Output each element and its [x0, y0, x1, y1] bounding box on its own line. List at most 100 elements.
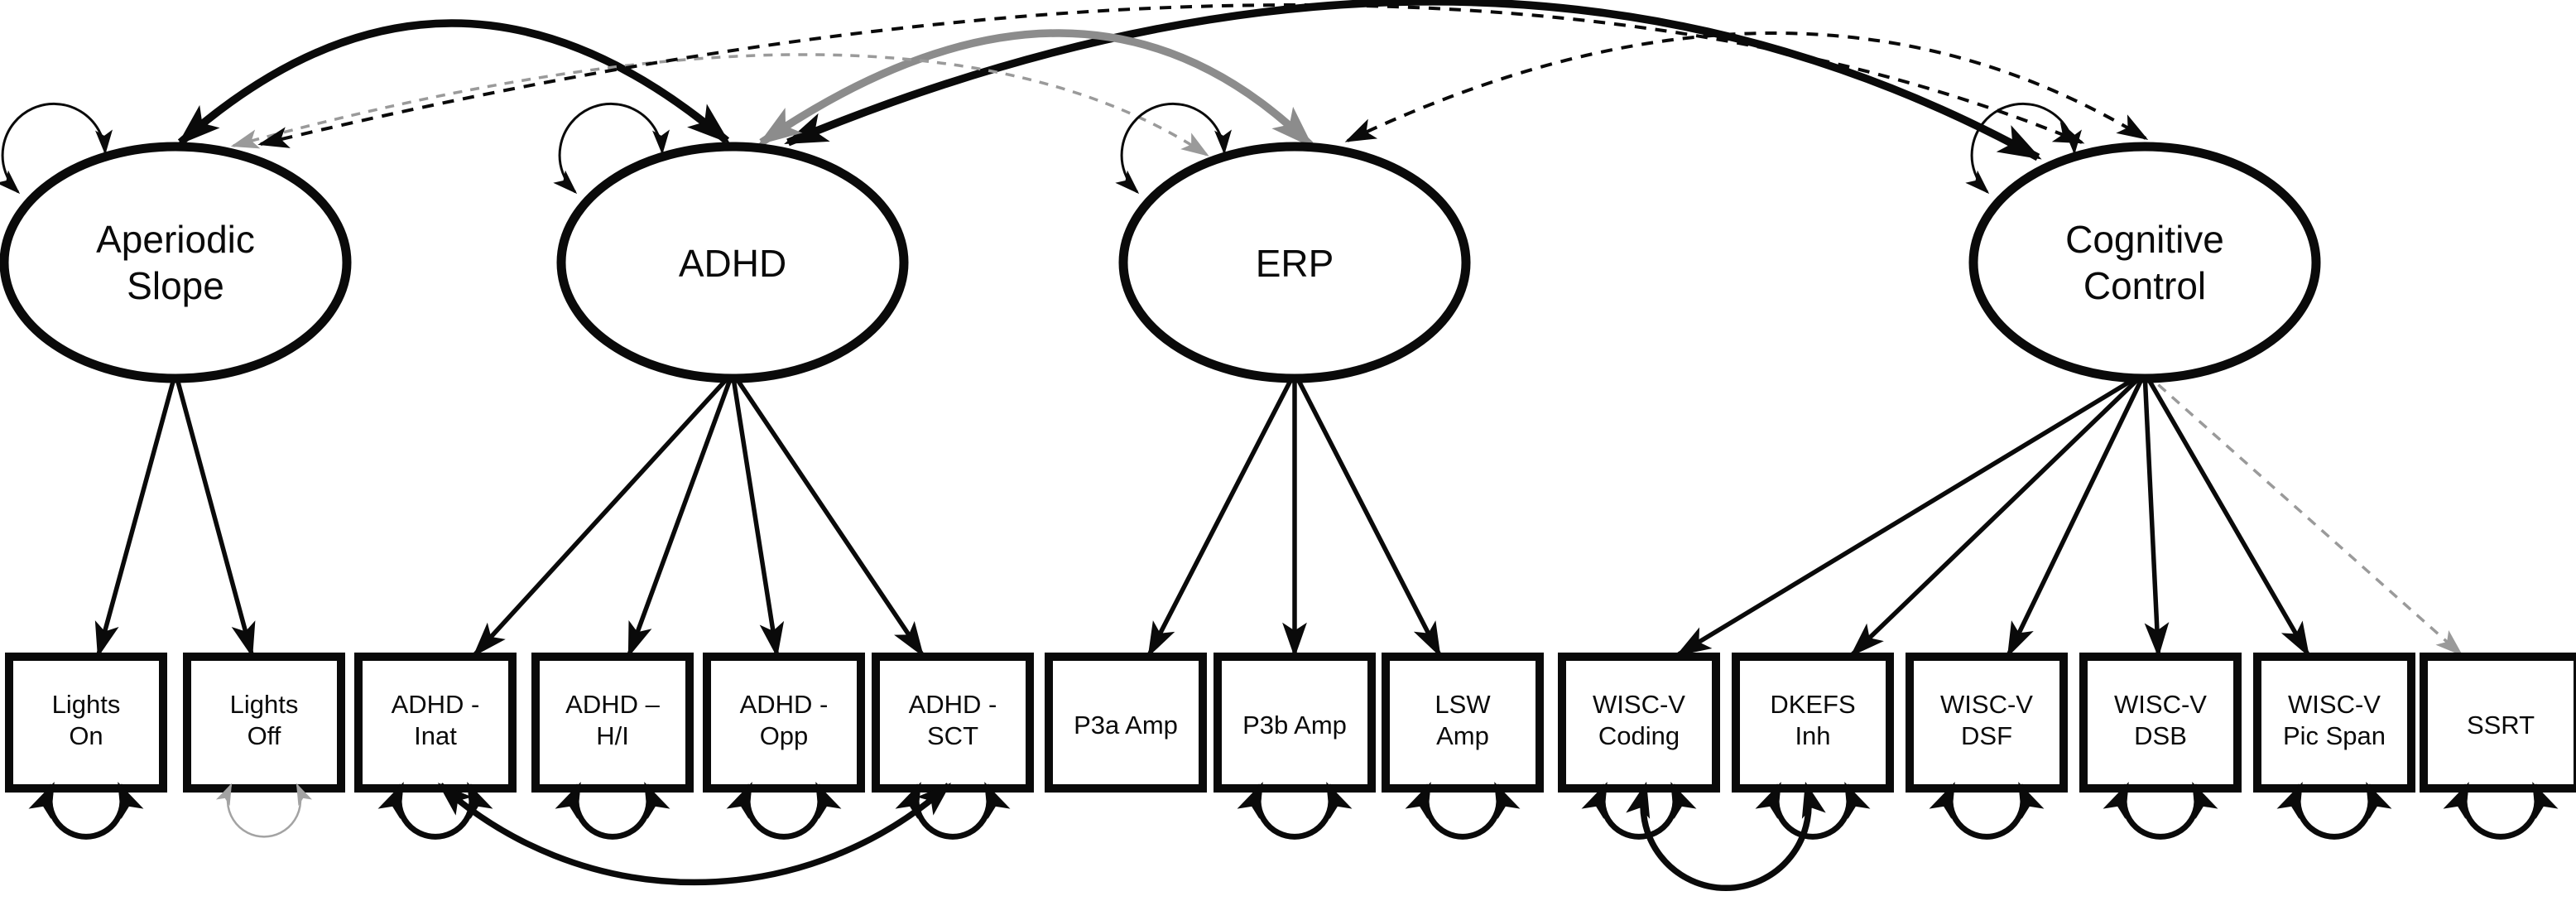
- residual-covariance-adhd-inat-adhd-sct: [437, 783, 952, 886]
- latent-node-erp: ERP: [1118, 142, 1471, 383]
- observed-label-adhd-hi: H/I: [596, 721, 629, 750]
- loading-arrow-cognitive-control-wisc-v-dsb: [2142, 372, 2170, 658]
- observed-label-p3a-amp: P3a Amp: [1074, 711, 1178, 740]
- observed-node-adhd-sct: ADHD -SCT: [872, 653, 1034, 793]
- correlation-arc-aperiodic-slope-cognitive-control: [257, 3, 2085, 148]
- observed-label-adhd-inat: Inat: [414, 721, 457, 750]
- loading-arrow-adhd-adhd-sct: [730, 371, 925, 658]
- observed-label-adhd-sct: SCT: [927, 721, 978, 750]
- observed-label-wisc-v-pic-span: WISC-V: [2288, 690, 2381, 719]
- correlation-arc-aperiodic-slope-adhd: [177, 19, 731, 146]
- error-variance-loop-wisc-v-dsb: [2103, 782, 2218, 840]
- observed-label-lsw-amp: Amp: [1436, 721, 1489, 750]
- error-variance-loops-layer: [28, 781, 2559, 892]
- observed-label-p3b-amp: P3b Amp: [1242, 711, 1347, 740]
- error-variance-loop-wisc-v-pic-span: [2276, 782, 2392, 840]
- loading-arrow-adhd-adhd-opp: [730, 372, 785, 658]
- observed-label-adhd-hi: ADHD –: [565, 690, 660, 719]
- latent-self-loops-layer: [0, 102, 2082, 195]
- observed-box-lights-on: [5, 653, 167, 793]
- observed-label-wisc-v-coding: Coding: [1598, 721, 1680, 750]
- latent-ellipse-adhd: [556, 142, 909, 383]
- observed-box-p3a-amp: [1045, 653, 1207, 793]
- loading-arrow-erp-p3a-amp: [1147, 371, 1297, 658]
- error-variance-loop-ssrt: [2443, 782, 2559, 840]
- correlation-arc-erp-cognitive-control: [1344, 31, 2149, 142]
- observed-box-p3b-amp: [1214, 653, 1376, 793]
- error-variance-loop-wisc-v-dsf: [1929, 782, 2045, 840]
- observed-label-lights-on: Lights: [52, 690, 121, 719]
- latent-ellipse-erp: [1118, 142, 1471, 383]
- error-variance-loop-p3b-amp: [1237, 782, 1353, 840]
- observed-label-ssrt: SSRT: [2467, 711, 2535, 740]
- observed-node-adhd-hi: ADHD –H/I: [531, 653, 694, 793]
- observed-box-wisc-v-pic-span: [2253, 653, 2415, 793]
- self-loop-adhd: [553, 102, 670, 195]
- observed-node-p3b-amp: P3b Amp: [1214, 653, 1376, 793]
- latent-ellipse-cognitive-control: [1968, 142, 2321, 383]
- observed-label-wisc-v-pic-span: Pic Span: [2283, 721, 2386, 750]
- self-loop-aperiodic-slope: [0, 102, 113, 195]
- error-variance-loop-dkefs-inh: [1755, 782, 1871, 840]
- observed-box-lsw-amp: [1382, 653, 1544, 793]
- loading-arrow-aperiodic-slope-lights-off: [173, 372, 256, 658]
- error-variance-loop-adhd-hi: [555, 782, 670, 840]
- observed-label-wisc-v-dsf: WISC-V: [1940, 690, 2033, 719]
- residual-covariance-wisc-v-coding-dkefs-inh: [1626, 781, 1826, 892]
- observed-node-ssrt: SSRT: [2420, 653, 2576, 793]
- error-variance-loop-wisc-v-coding: [1581, 782, 1697, 840]
- observed-box-adhd-opp: [703, 653, 865, 793]
- observed-label-wisc-v-dsf: DSF: [1961, 721, 2012, 750]
- observed-label-wisc-v-dsb: DSB: [2134, 721, 2187, 750]
- observed-label-adhd-opp: ADHD -: [740, 690, 829, 719]
- loading-arrow-cognitive-control-dkefs-inh: [1849, 371, 2146, 657]
- observed-label-adhd-opp: Opp: [760, 721, 809, 750]
- error-variance-loop-lights-off: [216, 783, 312, 838]
- correlation-arc-aperiodic-slope-erp: [230, 53, 1209, 157]
- observed-box-ssrt: [2420, 653, 2576, 793]
- latent-label-cognitive-control: Cognitive: [2065, 218, 2224, 261]
- latent-label-aperiodic-slope: Slope: [127, 264, 224, 307]
- observed-box-adhd-inat: [354, 653, 517, 793]
- observed-box-dkefs-inh: [1732, 653, 1894, 793]
- observed-label-lights-on: On: [69, 721, 103, 750]
- loading-arrow-erp-lsw-amp: [1292, 371, 1442, 658]
- latent-label-aperiodic-slope: Aperiodic: [96, 218, 255, 261]
- correlation-arc-adhd-erp: [757, 29, 1314, 148]
- observed-label-lsw-amp: LSW: [1435, 690, 1491, 719]
- observed-label-lights-off: Lights: [230, 690, 299, 719]
- observed-node-p3a-amp: P3a Amp: [1045, 653, 1207, 793]
- observed-box-adhd-sct: [872, 653, 1034, 793]
- observed-node-adhd-inat: ADHD -Inat: [354, 653, 517, 793]
- observed-label-adhd-inat: ADHD -: [392, 690, 480, 719]
- loading-arrow-cognitive-control-wisc-v-pic-span: [2142, 371, 2310, 658]
- loading-arrow-cognitive-control-wisc-v-coding: [1675, 370, 2146, 657]
- loading-arrow-aperiodic-slope-lights-on: [94, 372, 178, 658]
- self-loop-erp: [1115, 102, 1232, 195]
- latent-correlation-arcs-layer: [177, 0, 2149, 161]
- loading-arrow-adhd-adhd-inat: [473, 371, 735, 658]
- loading-arrow-cognitive-control-wisc-v-dsf: [2006, 371, 2147, 658]
- loading-arrow-cognitive-control-ssrt: [2143, 371, 2463, 657]
- error-variance-loop-adhd-sct: [895, 782, 1011, 840]
- latent-label-erp: ERP: [1256, 242, 1334, 285]
- observed-label-dkefs-inh: DKEFS: [1770, 690, 1855, 719]
- observed-label-wisc-v-dsb: WISC-V: [2114, 690, 2207, 719]
- observed-label-wisc-v-coding: WISC-V: [1593, 690, 1685, 719]
- error-variance-loop-lights-on: [28, 782, 144, 840]
- error-variance-loop-adhd-opp: [726, 782, 842, 840]
